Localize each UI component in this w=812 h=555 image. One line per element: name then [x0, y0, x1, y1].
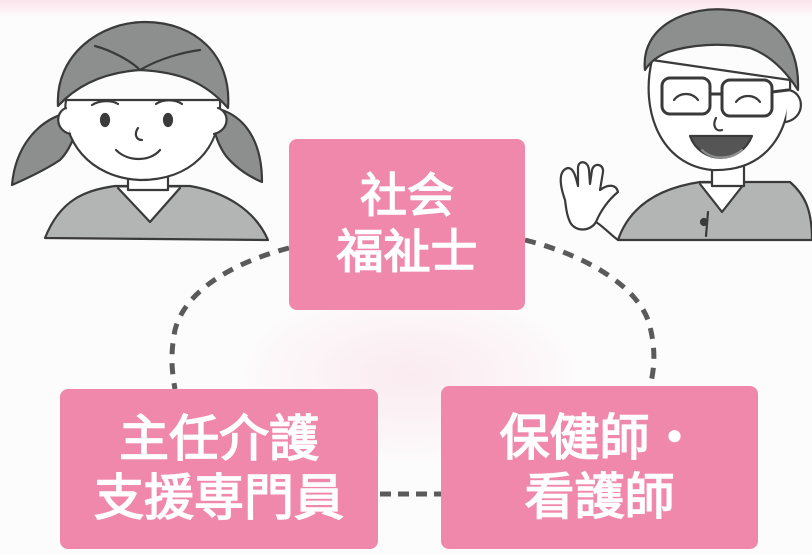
top-edge-tint — [0, 0, 812, 18]
public-health-nurse-label-line-1: 保健師・ — [499, 408, 700, 467]
care-manager-label-line-1: 主任介護 — [119, 410, 319, 468]
connector-social-worker-public-health-nurse — [524, 237, 657, 387]
connector-social-worker-care-manager — [169, 245, 290, 390]
public-health-nurse-label-line-2: 看護師 — [524, 467, 675, 526]
care-manager-label-line-2: 支援専門員 — [94, 469, 344, 527]
care-manager-box: 主任介護 支援専門員 — [60, 389, 378, 549]
public-health-nurse-box: 保健師・ 看護師 — [441, 386, 758, 549]
social-worker-label-line-1: 社会 — [360, 169, 454, 225]
social-worker-box: 社会 福祉士 — [289, 139, 525, 310]
social-worker-label-line-2: 福祉士 — [336, 224, 478, 280]
